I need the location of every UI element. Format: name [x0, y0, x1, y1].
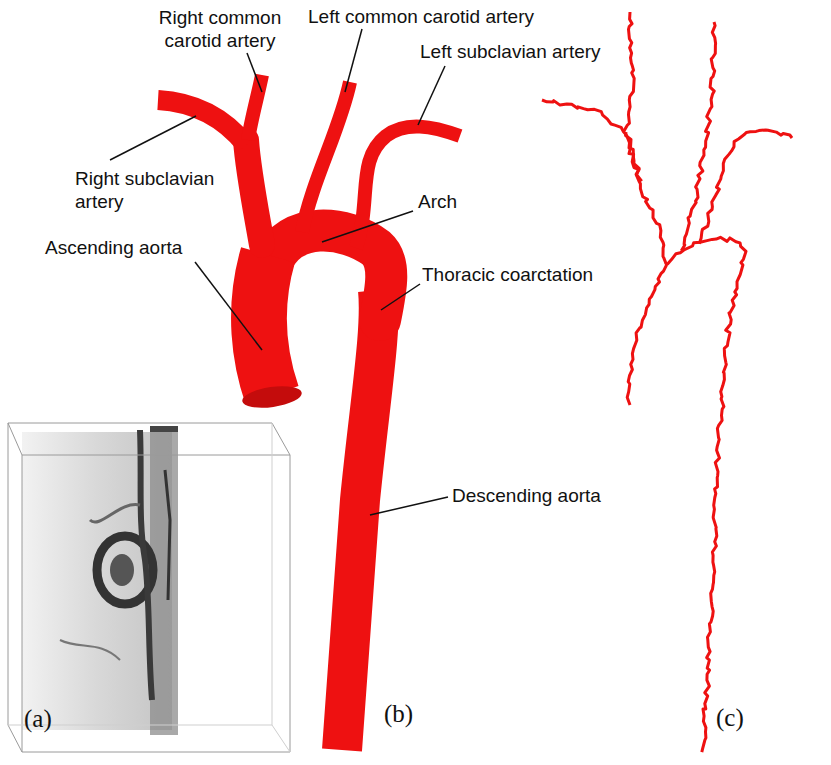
centerline: [542, 12, 792, 752]
centerline-path: [542, 100, 642, 181]
centerline-path: [681, 22, 715, 251]
panel-label: (b): [384, 700, 444, 728]
leader-lines: [110, 29, 448, 515]
centerline-path: [627, 265, 666, 405]
part-label: Ascending aorta: [45, 236, 245, 259]
part-label: Thoracic coarctation: [422, 263, 682, 286]
centerline-path: [624, 12, 634, 131]
centerline-path: [699, 130, 792, 244]
volume-box: [8, 423, 290, 752]
part-label: Left subclavian artery: [420, 40, 680, 63]
part-label: Right subclavian artery: [75, 167, 235, 213]
part-label: Right common carotid artery: [150, 6, 290, 52]
part-label: Left common carotid artery: [308, 5, 608, 28]
part-label: Arch: [418, 190, 538, 213]
vessel-opening: [241, 383, 303, 411]
centerline-path: [665, 237, 746, 752]
part-label: Descending aorta: [452, 484, 672, 507]
panel-label: (a): [24, 705, 84, 733]
centerline-path: [626, 132, 666, 264]
panel-label: (c): [716, 704, 776, 732]
